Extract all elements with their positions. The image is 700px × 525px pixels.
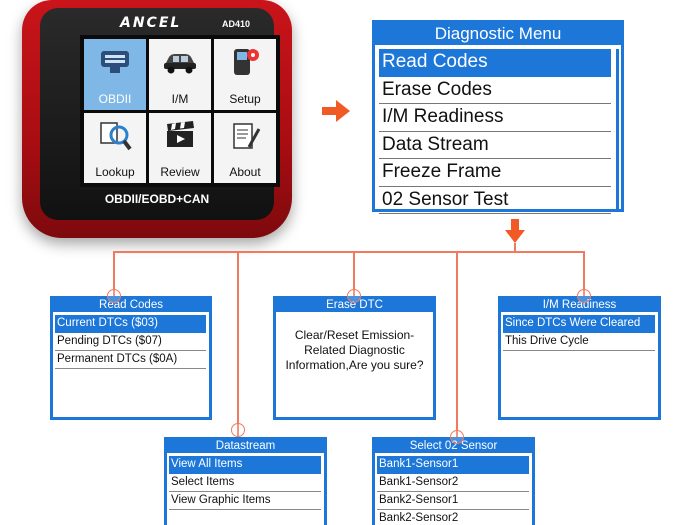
menu-list: Read Codes Erase Codes I/M Readiness Dat…: [375, 45, 621, 214]
device-brand: ANCEL: [120, 15, 182, 31]
arrow-right-icon: [322, 100, 350, 122]
read-codes-screen: Read Codes Current DTCs ($03) Pending DT…: [50, 296, 212, 420]
list-item-select-items[interactable]: Select Items: [169, 474, 321, 492]
tile-review[interactable]: Review: [149, 112, 211, 183]
tile-label: Setup: [229, 91, 261, 106]
im-readiness-list: Since DTCs Were Cleared This Drive Cycle: [501, 312, 658, 351]
obd-connector-icon: [101, 51, 129, 73]
connector-read-codes: [113, 251, 115, 296]
list-item-view-all[interactable]: View All Items: [169, 456, 321, 474]
tile-im[interactable]: I/M: [149, 39, 211, 110]
erase-dtc-title: Erase DTC: [276, 299, 433, 312]
tile-label: About: [229, 165, 261, 179]
menu-item-data-stream[interactable]: Data Stream: [379, 132, 611, 159]
tile-label: I/M: [171, 91, 189, 106]
settings-scanner-icon: [234, 49, 259, 75]
magnifier-icon: [100, 121, 132, 150]
device-screen: OBDII I/M Setup: [80, 35, 280, 187]
select-o2-title: Select 02 Sensor: [375, 440, 532, 453]
list-item-permanent-dtcs[interactable]: Permanent DTCs ($0A): [55, 351, 206, 369]
select-o2-sensor-screen: Select 02 Sensor Bank1-Sensor1 Bank1-Sen…: [372, 437, 535, 525]
connector-datastream: [237, 251, 239, 437]
connector-bus: [113, 251, 585, 253]
tile-label: Review: [160, 165, 200, 179]
document-pen-icon: [233, 122, 261, 149]
junction-node-o2-sensor: [450, 430, 464, 444]
connector-erase-dtc: [353, 251, 355, 296]
connector-trunk: [514, 243, 516, 252]
junction-node-erase-dtc: [347, 289, 361, 303]
menu-scrollbar[interactable]: [616, 49, 619, 209]
list-item-pending-dtcs[interactable]: Pending DTCs ($07): [55, 333, 206, 351]
tile-lookup[interactable]: Lookup: [84, 112, 146, 183]
select-o2-list: Bank1-Sensor1 Bank1-Sensor2 Bank2-Sensor…: [375, 453, 532, 525]
datastream-list: View All Items Select Items View Graphic…: [167, 453, 324, 510]
list-item-bank1-sensor1[interactable]: Bank1-Sensor1: [377, 456, 529, 474]
device-footer: OBDII/EOBD+CAN: [104, 192, 210, 206]
tile-setup[interactable]: Setup: [214, 39, 276, 110]
arrow-down-icon: [505, 219, 525, 243]
tile-label: OBDII: [98, 91, 132, 106]
diagnostic-menu: Diagnostic Menu Read Codes Erase Codes I…: [372, 20, 624, 214]
tile-obdii[interactable]: OBDII: [84, 39, 146, 110]
tile-label: Lookup: [95, 165, 135, 179]
read-codes-title: Read Codes: [53, 299, 209, 312]
menu-item-freeze-frame[interactable]: Freeze Frame: [379, 159, 611, 187]
connector-o2-sensor: [456, 251, 458, 437]
datastream-title: Datastream: [167, 440, 324, 453]
connector-im-readiness: [583, 251, 585, 296]
menu-item-read-codes[interactable]: Read Codes: [379, 49, 611, 77]
tile-about[interactable]: About: [214, 112, 276, 183]
car-icon: [164, 54, 196, 74]
im-readiness-screen: I/M Readiness Since DTCs Were Cleared Th…: [498, 296, 661, 420]
junction-node-im-readiness: [577, 289, 591, 303]
read-codes-list: Current DTCs ($03) Pending DTCs ($07) Pe…: [53, 312, 209, 369]
im-readiness-title: I/M Readiness: [501, 299, 658, 312]
erase-dtc-screen: Erase DTC Clear/Reset Emission-Related D…: [273, 296, 436, 420]
device-model: AD410: [222, 19, 251, 29]
list-item-this-drive-cycle[interactable]: This Drive Cycle: [503, 333, 655, 351]
clapperboard-icon: [167, 120, 194, 147]
menu-item-erase-codes[interactable]: Erase Codes: [379, 77, 611, 104]
menu-title: Diagnostic Menu: [375, 23, 621, 45]
datastream-screen: Datastream View All Items Select Items V…: [164, 437, 327, 525]
junction-node-read-codes: [107, 289, 121, 303]
list-item-view-graphic[interactable]: View Graphic Items: [169, 492, 321, 510]
list-item-bank1-sensor2[interactable]: Bank1-Sensor2: [377, 474, 529, 492]
obd-scanner-device: ANCEL AD410 OBDII I/M: [22, 0, 292, 238]
list-item-current-dtcs[interactable]: Current DTCs ($03): [55, 315, 206, 333]
erase-dtc-message: Clear/Reset Emission-Related Diagnostic …: [285, 328, 424, 372]
list-item-since-cleared[interactable]: Since DTCs Were Cleared: [503, 315, 655, 333]
menu-item-im-readiness[interactable]: I/M Readiness: [379, 104, 611, 132]
list-item-bank2-sensor1[interactable]: Bank2-Sensor1: [377, 492, 529, 510]
junction-node-datastream: [231, 423, 245, 437]
menu-item-o2-sensor-test[interactable]: 02 Sensor Test: [379, 187, 611, 214]
list-item-bank2-sensor2[interactable]: Bank2-Sensor2: [377, 510, 529, 525]
